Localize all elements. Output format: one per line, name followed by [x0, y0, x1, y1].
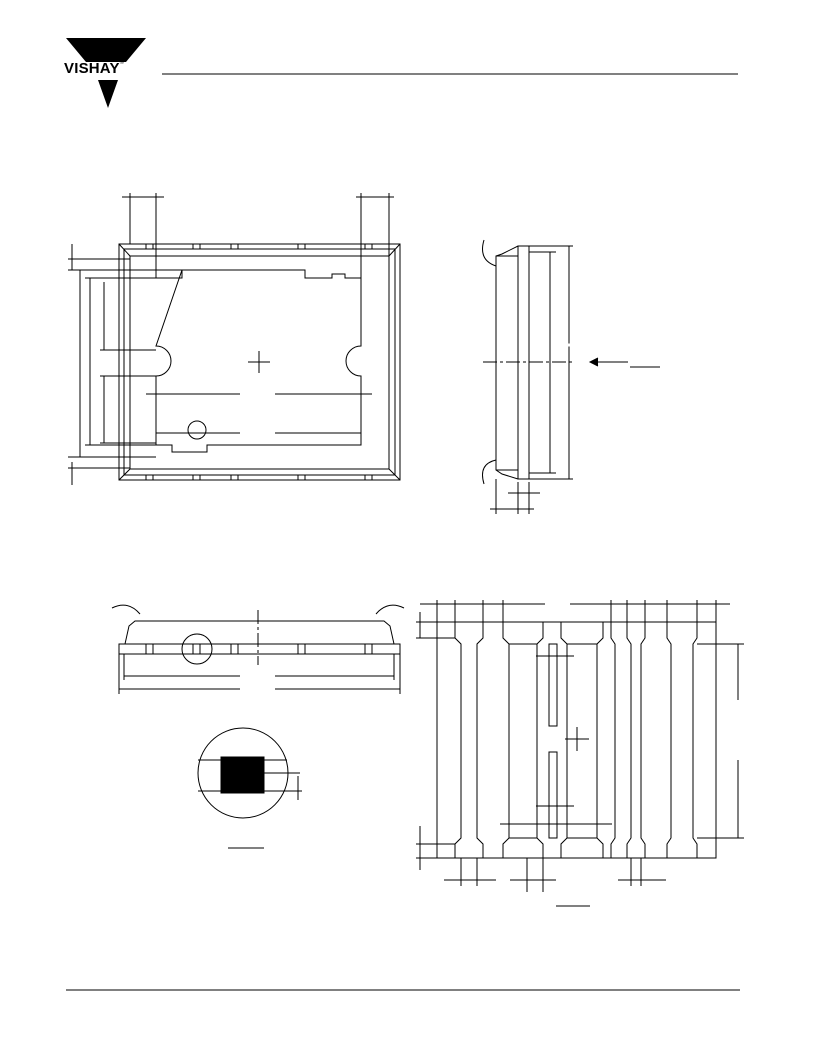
detail-view-drawing — [197, 727, 302, 849]
side-view-drawing — [482, 239, 660, 514]
top-view-drawing — [68, 193, 401, 485]
vishay-logo-wordmark: VISHAY® — [64, 60, 152, 77]
logo-text: VISHAY — [64, 60, 120, 77]
crosshair-icon — [565, 727, 589, 751]
crosshair-icon — [248, 351, 270, 373]
logo-registered-mark: ® — [119, 60, 125, 66]
vishay-triangle-logo-icon — [66, 38, 146, 108]
front-view-drawing — [111, 604, 405, 694]
bottom-view-drawing — [416, 600, 744, 907]
